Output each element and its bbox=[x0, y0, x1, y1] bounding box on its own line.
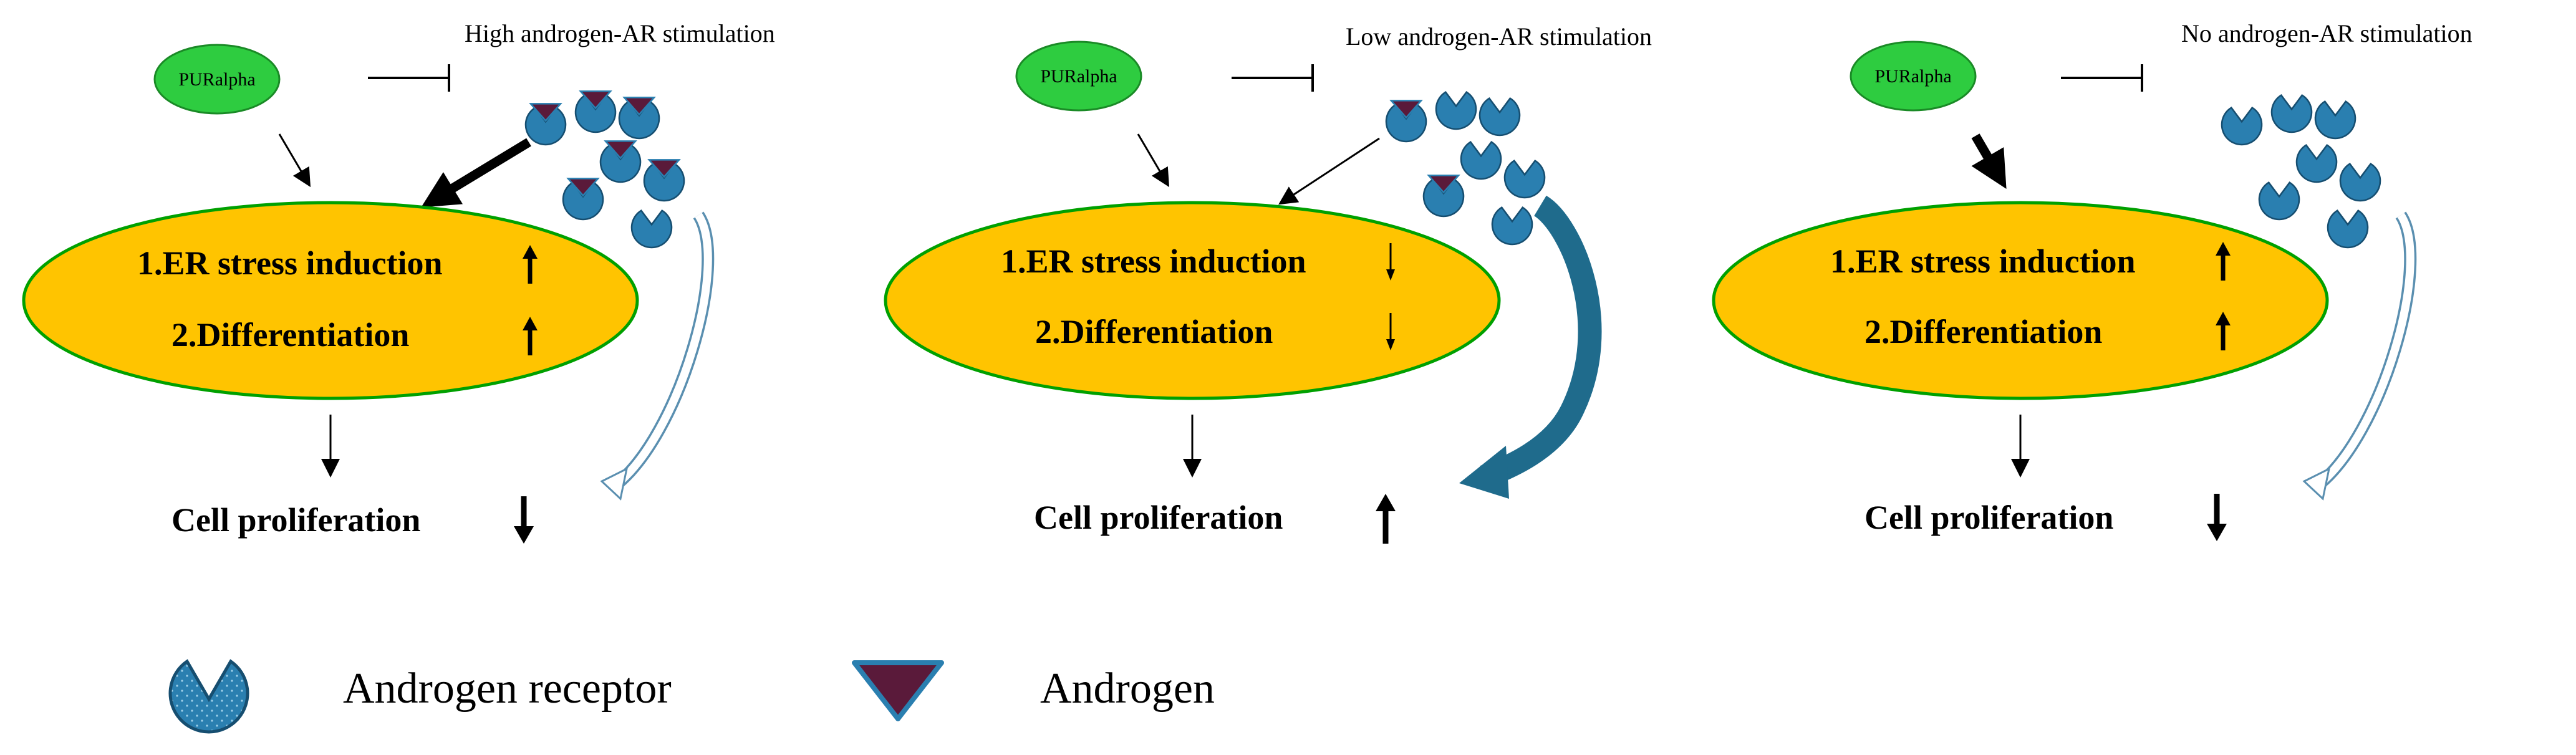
androgen-receptor-icon bbox=[2270, 94, 2313, 133]
androgen-receptor-icon bbox=[524, 103, 567, 146]
effect-item-1: 1.ER stress induction bbox=[1830, 243, 2136, 280]
effect-item-2: 2.Differentiation bbox=[171, 316, 409, 353]
effects-ellipse bbox=[884, 201, 1501, 400]
trend-arrow-up-icon bbox=[2216, 312, 2231, 350]
androgen-receptor-icon bbox=[2339, 163, 2381, 202]
panel-title: High androgen-AR stimulation bbox=[465, 19, 775, 47]
effect-item-2: 2.Differentiation bbox=[1035, 313, 1273, 350]
legend-androgen-icon bbox=[852, 660, 944, 721]
effect-item-1: 1.ER stress induction bbox=[137, 244, 443, 282]
androgen-receptor-icon bbox=[630, 209, 673, 249]
legend-receptor-label: Androgen receptor bbox=[343, 665, 672, 713]
receptor-cluster bbox=[2221, 94, 2381, 249]
panel-low: PURalpha Low androgen-AR stimulation 1.E… bbox=[884, 22, 1652, 544]
panel-title: Low androgen-AR stimulation bbox=[1346, 22, 1652, 50]
androgen-receptor-icon bbox=[2295, 144, 2338, 183]
puralpha-label: PURalpha bbox=[1874, 66, 1951, 87]
trend-arrow-down-icon bbox=[2207, 494, 2227, 541]
effects-ellipse bbox=[1712, 201, 2329, 400]
feedback-arrow-head bbox=[2302, 467, 2331, 501]
puralpha-label: PURalpha bbox=[178, 69, 255, 90]
trend-arrow-down-icon bbox=[1386, 243, 1395, 281]
outcome-label: Cell proliferation bbox=[1864, 499, 2113, 536]
legend: Androgen receptor Androgen bbox=[168, 659, 1215, 734]
feedback-curved-arrow bbox=[1480, 195, 1602, 488]
legend-androgen-label: Androgen bbox=[1040, 665, 1215, 713]
puralpha-node bbox=[153, 44, 281, 115]
legend-receptor-icon bbox=[168, 659, 249, 734]
puralpha-to-ellipse-arrow bbox=[1137, 133, 1170, 188]
androgen-receptor-icon bbox=[1385, 100, 1427, 143]
androgen-receptor-icon bbox=[643, 159, 685, 202]
androgen-receptor-icon bbox=[2314, 100, 2357, 140]
receptor-cluster bbox=[1385, 91, 1546, 246]
androgen-receptor-icon bbox=[618, 97, 660, 140]
androgen-receptor-icon bbox=[2258, 181, 2300, 221]
receptor-to-ellipse-arrow bbox=[421, 138, 531, 208]
trend-arrow-up-icon bbox=[2216, 242, 2231, 281]
androgen-receptor-icon bbox=[1479, 97, 1521, 137]
receptor-to-ellipse-arrow bbox=[1278, 137, 1380, 205]
receptor-cluster bbox=[524, 90, 685, 249]
androgen-receptor-icon bbox=[562, 178, 604, 221]
androgen-receptor-icon bbox=[1422, 175, 1465, 218]
trend-arrow-up-icon bbox=[523, 317, 538, 355]
androgen-icon bbox=[604, 140, 637, 160]
effect-item-1: 1.ER stress induction bbox=[1001, 243, 1306, 280]
androgen-icon bbox=[622, 97, 656, 116]
androgen-icon bbox=[529, 103, 562, 122]
outcome-label: Cell proliferation bbox=[171, 501, 420, 539]
trend-arrow-down-icon bbox=[514, 496, 534, 544]
puralpha-node bbox=[1015, 41, 1142, 112]
androgen-receptor-icon bbox=[1460, 141, 1502, 180]
androgen-icon bbox=[579, 90, 612, 110]
panel-none: PURalpha No androgen-AR stimulation 1.ER… bbox=[1712, 19, 2472, 541]
feedback-arrow-head bbox=[1459, 446, 1509, 499]
androgen-icon bbox=[1389, 100, 1423, 119]
trend-arrow-up-icon bbox=[523, 245, 538, 284]
androgen-receptor-icon bbox=[574, 90, 617, 133]
androgen-receptor-icon bbox=[1491, 206, 1533, 246]
puralpha-to-ellipse-arrow bbox=[278, 133, 311, 188]
androgen-receptor-icon bbox=[2327, 209, 2369, 249]
feedback-arrow-head bbox=[600, 467, 629, 501]
trend-arrow-down-icon bbox=[1386, 313, 1395, 350]
puralpha-node bbox=[1850, 41, 1977, 112]
outcome-label: Cell proliferation bbox=[1034, 499, 1283, 536]
trend-arrow-up-icon bbox=[1376, 494, 1396, 544]
androgen-icon bbox=[647, 159, 681, 178]
puralpha-to-ellipse-arrow bbox=[1971, 133, 2007, 189]
androgen-receptor-icon bbox=[1435, 91, 1477, 130]
androgen-receptor-icon bbox=[1503, 160, 1546, 199]
puralpha-label: PURalpha bbox=[1040, 66, 1117, 87]
androgen-receptor-icon bbox=[2221, 107, 2263, 146]
panel-title: No androgen-AR stimulation bbox=[2181, 19, 2472, 47]
effect-item-2: 2.Differentiation bbox=[1864, 313, 2102, 350]
panel-high: PURalpha High androgen-AR stimulation 1.… bbox=[22, 19, 775, 544]
androgen-icon bbox=[566, 178, 600, 197]
effects-ellipse bbox=[22, 201, 639, 400]
androgen-receptor-icon bbox=[599, 140, 642, 183]
androgen-icon bbox=[1427, 175, 1460, 194]
